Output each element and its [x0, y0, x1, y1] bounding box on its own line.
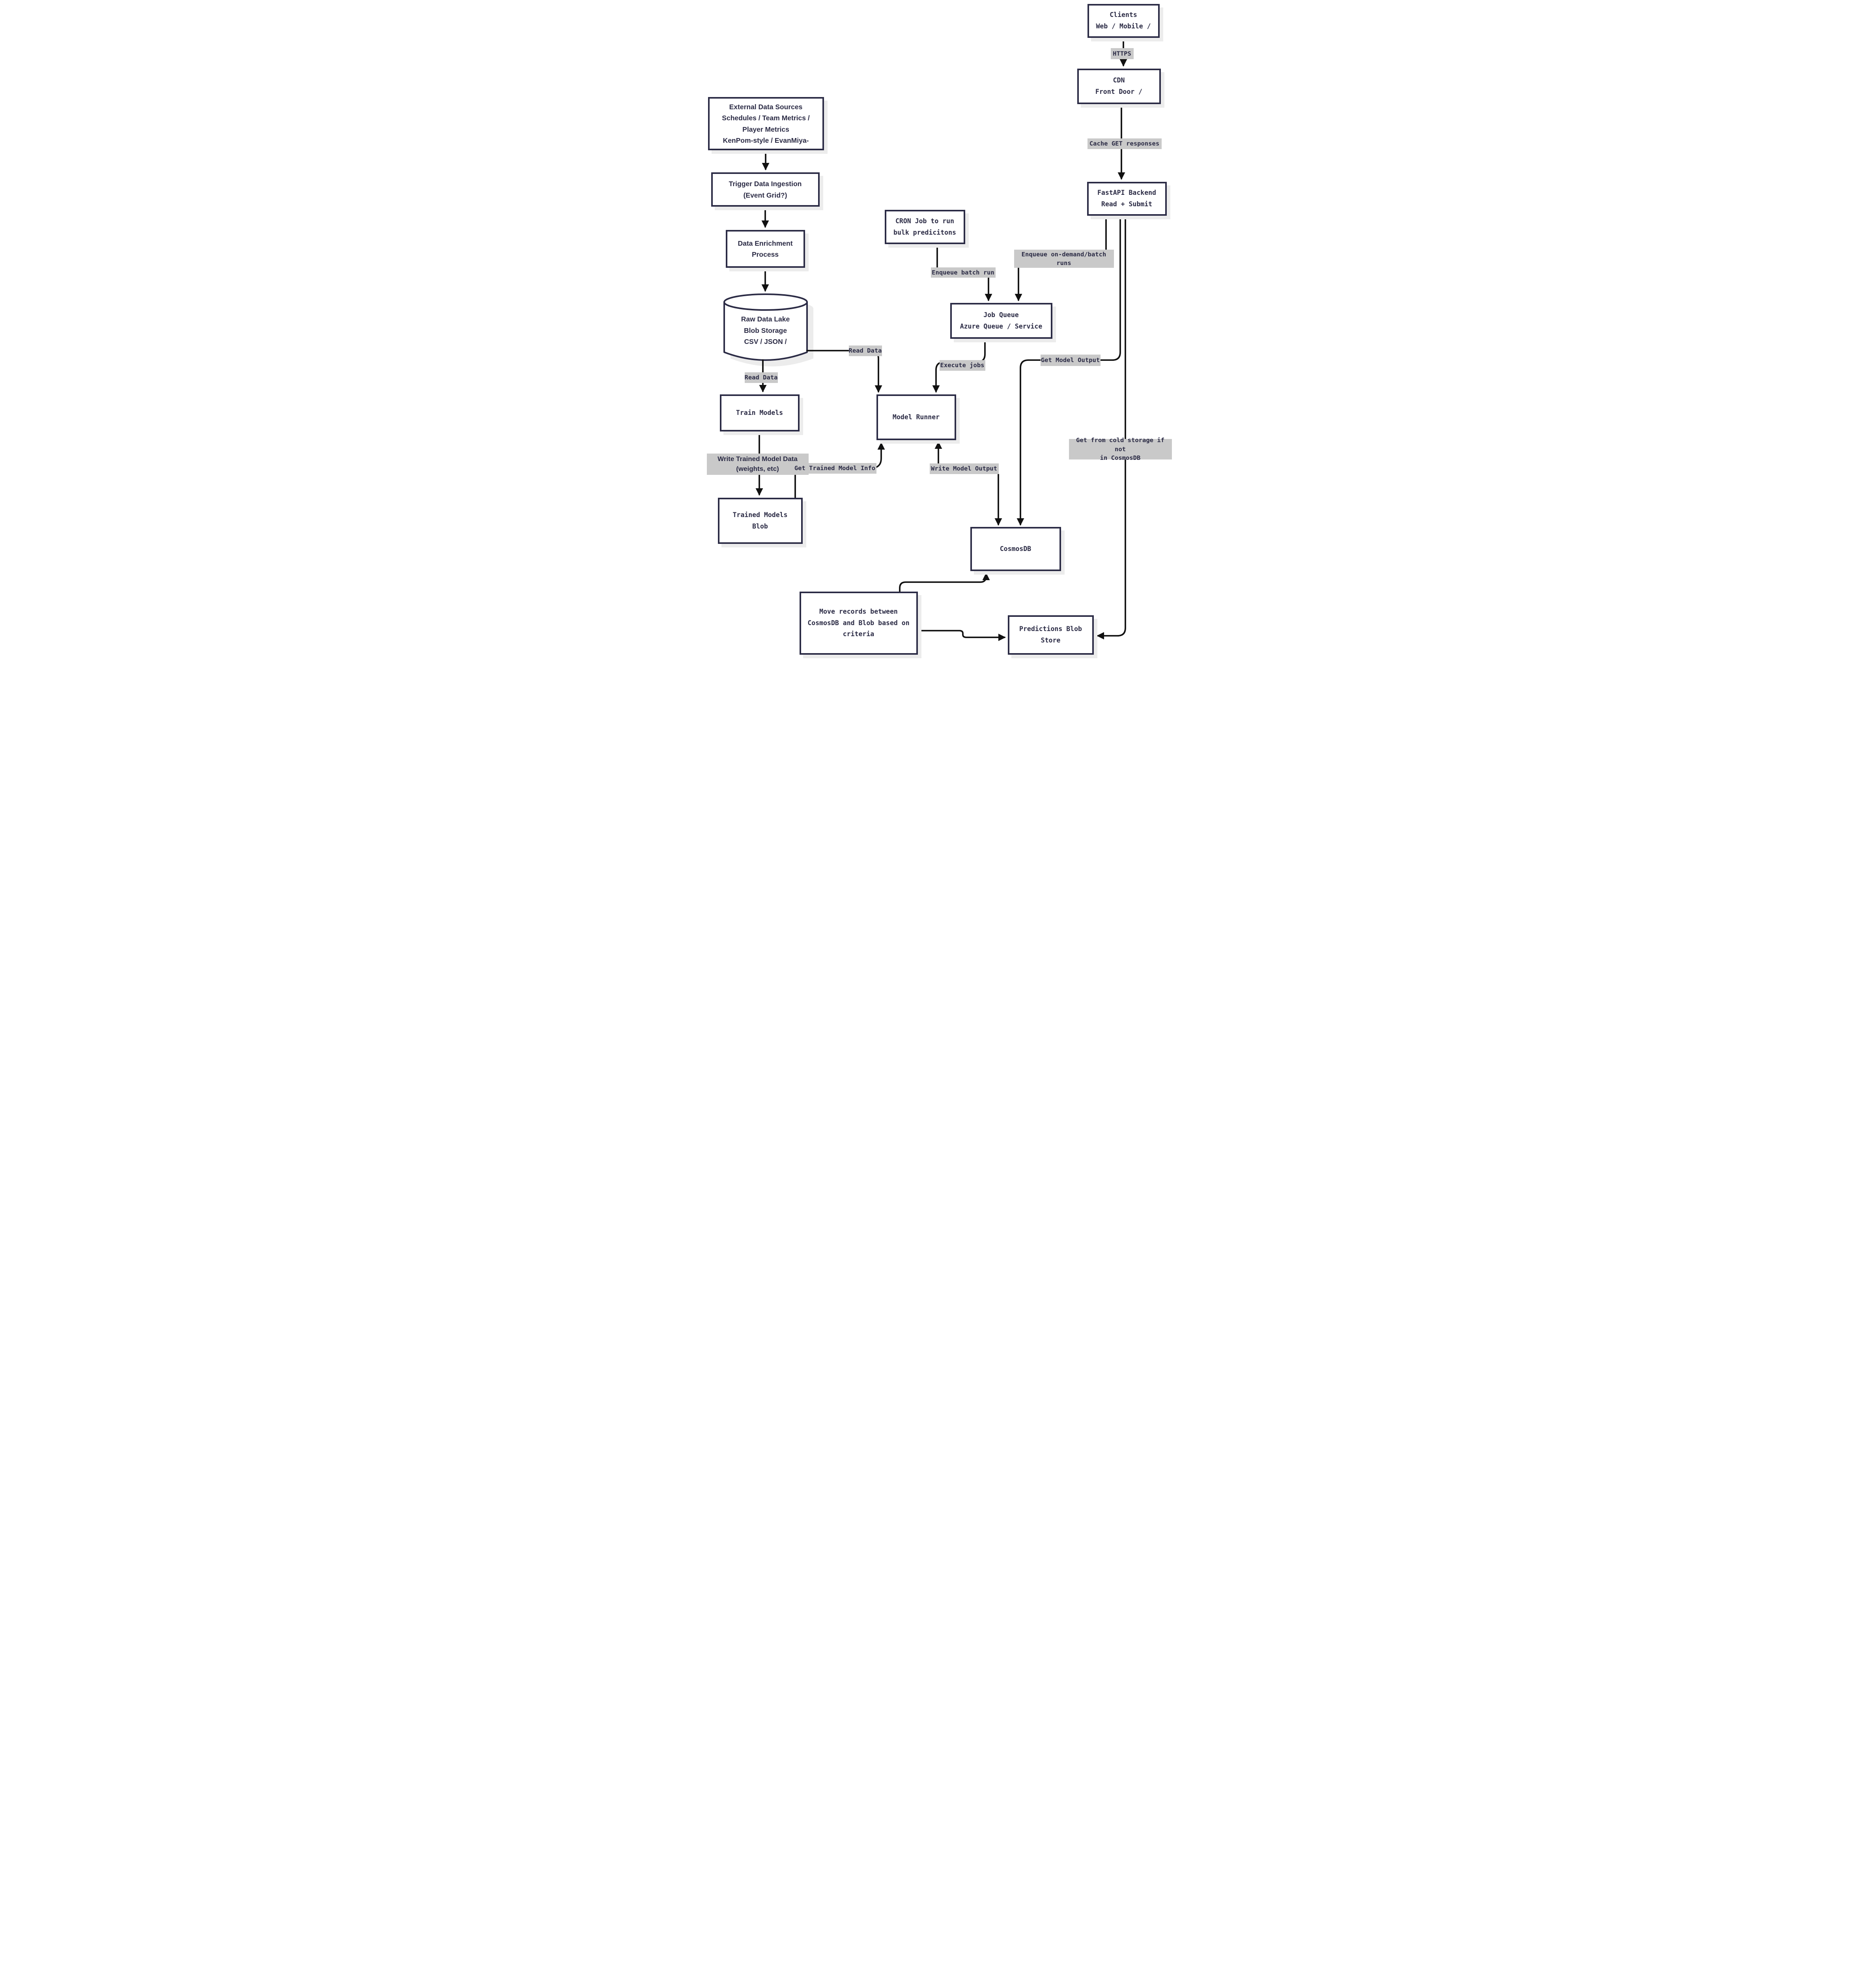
edge-label-get-from-cold-storage: Get from cold storage if not in CosmosDB — [1069, 437, 1172, 462]
node-line: KenPom-style / EvanMiya- — [723, 136, 809, 144]
node-cron-job: CRON Job to run bulk predicitons — [884, 210, 965, 244]
node-cdn: CDN Front Door / — [1077, 69, 1161, 104]
edge-label-line: HTTPS — [1113, 50, 1131, 57]
edge-label-get-model-output: Get Model Output — [1040, 355, 1101, 366]
node-line: Trained Models — [732, 511, 788, 519]
node-cosmosdb: CosmosDB — [970, 527, 1061, 571]
edge-label-line: Read Data — [744, 374, 778, 381]
node-line: (Event Grid?) — [743, 191, 787, 199]
edge-label-line: Execute jobs — [940, 362, 985, 369]
node-line: CSV / JSON / — [744, 338, 787, 346]
edge-label-line: (weights, etc) — [736, 465, 779, 472]
node-train-models: Train Models — [719, 394, 800, 431]
edge-label-https: HTTPS — [1110, 48, 1134, 59]
node-line: Job Queue — [983, 311, 1019, 319]
node-line: CDN — [1113, 77, 1125, 84]
node-job-queue: Job Queue Azure Queue / Service — [950, 303, 1052, 339]
node-line: CosmosDB — [1000, 545, 1031, 553]
edge-label-enqueue-on-demand: Enqueue on-demand/batch runs — [1014, 250, 1114, 268]
edge-label-enqueue-batch-run: Enqueue batch run — [931, 267, 996, 278]
node-line: Raw Data Lake — [741, 315, 790, 323]
node-line: Store — [1041, 637, 1061, 644]
node-line: Blob Storage — [744, 326, 787, 334]
edge-label-line: Enqueue on-demand/batch — [1021, 250, 1106, 258]
edge-label-line: Get Model Output — [1041, 357, 1100, 364]
node-line: bulk predicitons — [893, 228, 956, 236]
node-raw-data-lake: Raw Data Lake Blob Storage CSV / JSON / — [728, 312, 803, 349]
node-line: Clients — [1110, 11, 1137, 19]
edge-moverecords-predictions — [917, 630, 1006, 641]
node-predictions-blob-store: Predictions Blob Store — [1007, 615, 1094, 655]
node-line: FastAPI Backend — [1097, 189, 1156, 197]
node-line: Data Enrichment — [738, 239, 793, 247]
node-line: criteria — [843, 630, 874, 638]
edge-moverecords-cosmos — [899, 573, 990, 592]
edge-label-line: Write Model Output — [931, 465, 997, 472]
node-trigger-data-ingestion: Trigger Data Ingestion (Event Grid?) — [711, 172, 820, 207]
node-line: Blob — [752, 522, 768, 530]
node-line: Train Models — [736, 409, 783, 416]
node-line: Model Runner — [892, 413, 940, 421]
edge-label-line: Write Trained Model Data — [718, 455, 798, 463]
edge-label-execute-jobs: Execute jobs — [939, 360, 985, 371]
edge-lake-readdata-modelrunner — [806, 350, 882, 393]
raw-data-lake-shape — [723, 293, 813, 366]
edge-label-cache-get-responses: Cache GET responses — [1087, 138, 1162, 149]
node-fastapi-backend: FastAPI Backend Read + Submit — [1087, 182, 1167, 216]
node-line: Move records between — [819, 607, 898, 615]
node-clients: Clients Web / Mobile / — [1087, 4, 1160, 38]
node-line: Azure Queue / Service — [960, 322, 1043, 330]
node-line: Front Door / — [1095, 88, 1143, 95]
node-line: Predictions Blob — [1019, 625, 1082, 633]
node-line: Trigger Data Ingestion — [729, 180, 802, 188]
edge-label-line: Enqueue batch run — [932, 269, 994, 276]
node-line: CosmosDB and Blob based on — [807, 619, 910, 627]
node-line: Schedules / Team Metrics / — [722, 114, 810, 122]
edge-label-write-model-output: Write Model Output — [929, 463, 999, 474]
edge-label-line: Read Data — [848, 347, 882, 355]
edge-label-write-trained-model-data: Write Trained Model Data (weights, etc) — [706, 454, 809, 475]
connector-layer — [723, 37, 1127, 641]
node-move-records: Move records between CosmosDB and Blob b… — [799, 592, 918, 655]
edge-label-line: Cache GET responses — [1089, 140, 1160, 148]
edge-label-line: in CosmosDB — [1100, 454, 1141, 462]
edge-label-line: Get Trained Model Info — [794, 465, 876, 472]
node-data-enrichment: Data Enrichment Process — [725, 230, 805, 268]
node-external-data-sources: External Data Sources Schedules / Team M… — [708, 97, 824, 150]
diagram-canvas: Clients Web / Mobile / CDN Front Door / … — [703, 0, 1173, 658]
node-line: Web / Mobile / — [1096, 22, 1151, 30]
node-line: Process — [751, 250, 779, 258]
edge-label-get-trained-model-info: Get Trained Model Info — [793, 463, 876, 474]
edge-label-line: runs — [1056, 260, 1071, 267]
node-line: CRON Job to run — [895, 217, 954, 225]
node-line: Player Metrics — [742, 125, 789, 133]
edge-fastapi-coldstorage-predictions — [1096, 215, 1126, 640]
edge-label-read-data-left: Read Data — [744, 372, 778, 383]
node-trained-models-blob: Trained Models Blob — [718, 498, 803, 544]
node-model-runner: Model Runner — [876, 394, 956, 440]
node-line: Read + Submit — [1101, 200, 1153, 208]
node-line: External Data Sources — [729, 103, 803, 111]
edge-label-read-data-mid: Read Data — [848, 345, 882, 356]
edge-label-line: Get from cold storage if not — [1076, 437, 1164, 453]
